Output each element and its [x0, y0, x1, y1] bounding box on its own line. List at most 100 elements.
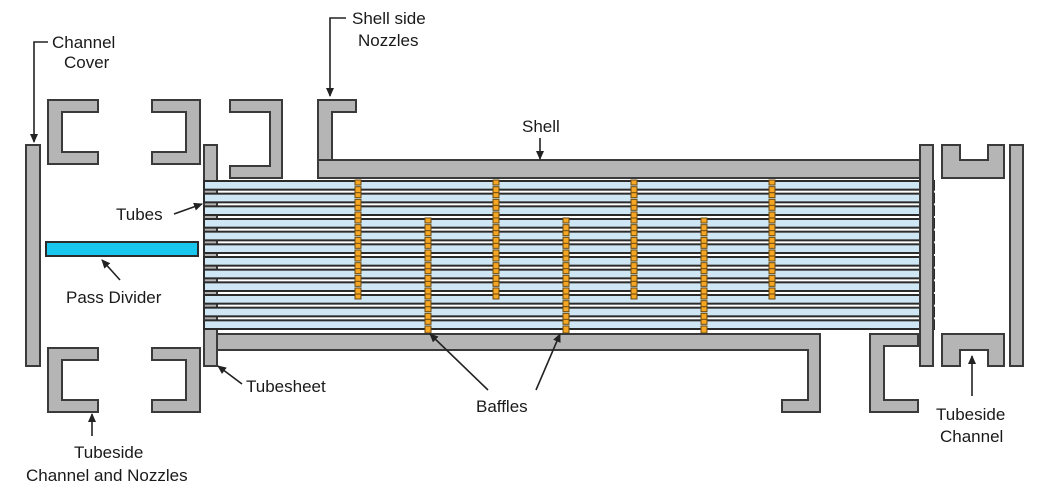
baffle-segment: [768, 280, 776, 287]
label-channel-cover-1: Channel: [52, 33, 115, 52]
baffle-segment: [700, 268, 708, 275]
baffle-segment: [768, 255, 776, 262]
baffle-segment: [354, 268, 362, 275]
baffle-segment: [492, 217, 500, 224]
label-tubes: Tubes: [116, 205, 163, 224]
baffle-segment: [700, 230, 708, 237]
baffle-segment: [492, 204, 500, 211]
arrow-tubesheet: [217, 365, 243, 385]
pass-divider: [45, 241, 199, 257]
shell-bottom-wall: [216, 333, 821, 413]
baffle-segment: [562, 318, 570, 325]
baffle-segment: [492, 242, 500, 249]
baffle-segment: [562, 230, 570, 237]
arrow-shell-nozzles: [326, 17, 346, 97]
label-shell-nozzles-1: Shell side: [352, 9, 426, 28]
tubeside-channel-bottom: [941, 333, 1005, 367]
baffle-segment: [630, 192, 638, 199]
arrow-tubes: [173, 202, 203, 215]
baffle-segment: [492, 192, 500, 199]
baffle-segment: [424, 280, 432, 287]
baffle-segment: [424, 293, 432, 300]
label-channel-cover-2: Cover: [64, 53, 110, 72]
baffle-segment: [768, 293, 776, 300]
label-tubeside-channel-1: Tubeside: [936, 405, 1005, 424]
baffle-segment: [700, 217, 708, 224]
tubeside-nozzle-top-left: [47, 99, 99, 165]
baffle-segment: [354, 204, 362, 211]
baffle-segment: [562, 242, 570, 249]
baffle-segment: [768, 217, 776, 224]
baffle-segment: [630, 179, 638, 186]
arrow-pass-divider: [101, 259, 121, 281]
baffle-segment: [492, 230, 500, 237]
label-baffles: Baffles: [476, 397, 528, 416]
baffle-segment: [630, 255, 638, 262]
arrow-baffle-1: [429, 333, 489, 391]
baffle-segment: [424, 230, 432, 237]
baffle-segment: [354, 280, 362, 287]
baffle-segment: [424, 255, 432, 262]
baffles: [354, 179, 776, 334]
baffle-segment: [768, 204, 776, 211]
baffle-segment: [424, 306, 432, 313]
shell-nozzle-left: [229, 99, 283, 179]
baffle-segment: [562, 280, 570, 287]
baffle-segment: [630, 204, 638, 211]
baffle-segment: [562, 325, 570, 334]
baffle-segment: [424, 325, 432, 334]
baffle-segment: [700, 325, 708, 334]
baffle-segment: [354, 255, 362, 262]
baffle-segment: [630, 230, 638, 237]
baffle-segment: [354, 217, 362, 224]
channel-cover-right: [1009, 144, 1024, 367]
shell-top-wall: [317, 159, 921, 179]
tubeside-nozzle-bottom-left: [47, 347, 99, 413]
baffle-segment: [768, 242, 776, 249]
label-pass-divider: Pass Divider: [66, 288, 162, 307]
baffle-segment: [700, 318, 708, 325]
label-shell-nozzles-2: Nozzles: [358, 31, 418, 50]
baffle-segment: [354, 242, 362, 249]
label-tubeside-nozzles-2: Channel and Nozzles: [26, 466, 188, 485]
tube: [203, 180, 935, 191]
baffle-segment: [354, 192, 362, 199]
baffle-segment: [630, 217, 638, 224]
baffle-segment: [562, 255, 570, 262]
baffle-segment: [630, 242, 638, 249]
label-tubeside-nozzles-1: Tubeside: [74, 443, 143, 462]
baffle-segment: [768, 179, 776, 186]
baffle-segment: [424, 268, 432, 275]
label-shell: Shell: [522, 117, 560, 136]
baffle-segment: [424, 217, 432, 224]
baffle-segment: [562, 306, 570, 313]
tubeside-channel-top: [941, 144, 1005, 179]
tubesheet-left: [203, 144, 218, 367]
tubeside-nozzle-bottom-right: [151, 347, 201, 413]
baffle-segment: [700, 293, 708, 300]
arrow-baffle-2: [535, 333, 561, 391]
baffle-segment: [630, 268, 638, 275]
baffle-segment: [492, 179, 500, 186]
label-tubeside-channel-2: Channel: [940, 427, 1003, 446]
baffle-segment: [768, 230, 776, 237]
label-tubesheet: Tubesheet: [246, 377, 326, 396]
baffle-segment: [354, 293, 362, 300]
tubesheet-right: [919, 144, 934, 367]
baffle-segment: [562, 268, 570, 275]
baffle-segment: [424, 318, 432, 325]
arrow-channel-cover: [30, 41, 48, 143]
baffle-segment: [354, 179, 362, 186]
baffle-segment: [630, 293, 638, 300]
shell-bottom-nozzle-right: [869, 333, 919, 413]
baffle-segment: [630, 280, 638, 287]
baffle-segment: [424, 242, 432, 249]
baffle-segment: [492, 255, 500, 262]
baffle-segment: [768, 268, 776, 275]
baffle-segment: [700, 242, 708, 249]
baffle-segment: [700, 306, 708, 313]
tube: [203, 205, 935, 216]
tubeside-nozzle-top-right: [151, 99, 201, 165]
channel-cover: [25, 144, 41, 367]
